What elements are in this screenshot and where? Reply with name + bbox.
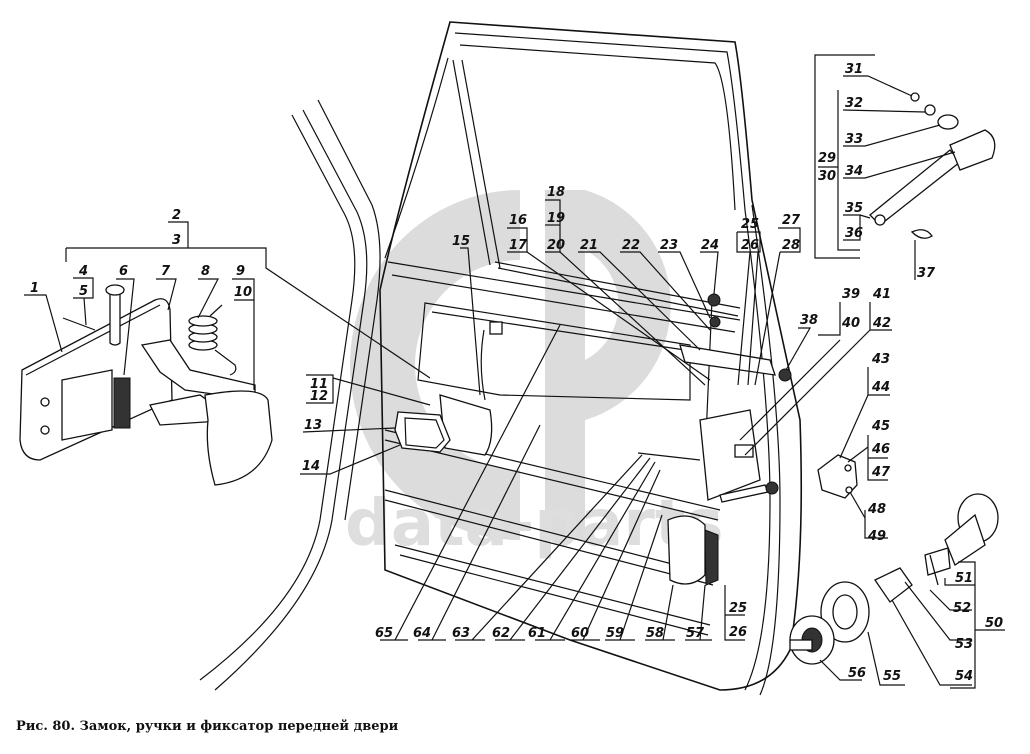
label-55: 55: [883, 669, 901, 684]
label-26-lower: 26: [729, 625, 747, 640]
label-23: 23: [660, 238, 678, 253]
label-53: 53: [955, 637, 973, 652]
part-number-labels: 1 2 3 4 5 6 7 8 9 10 11 12 13 14 15 16 1…: [30, 62, 1003, 684]
spring-8: [188, 304, 237, 376]
label-39: 39: [842, 287, 860, 302]
label-7: 7: [161, 264, 171, 279]
label-28: 28: [782, 238, 800, 253]
label-17: 17: [509, 238, 528, 253]
label-30: 30: [818, 169, 836, 184]
label-20: 20: [547, 238, 565, 253]
label-10: 10: [234, 285, 252, 300]
label-37: 37: [917, 266, 936, 281]
label-16: 16: [509, 213, 527, 228]
label-25: 25: [741, 217, 759, 232]
label-3: 3: [172, 233, 181, 248]
label-36: 36: [845, 226, 863, 241]
label-12: 12: [310, 389, 328, 404]
label-54: 54: [955, 669, 973, 684]
label-29: 29: [818, 151, 836, 166]
label-14: 14: [302, 459, 320, 474]
label-18: 18: [547, 185, 565, 200]
outer-handle-assembly: [869, 92, 996, 239]
label-42: 42: [872, 316, 891, 331]
label-13: 13: [304, 418, 322, 433]
label-34: 34: [845, 164, 863, 179]
label-11: 11: [310, 377, 328, 392]
label-38: 38: [800, 313, 818, 328]
watermark-text: data-parts: [345, 487, 724, 561]
label-52: 52: [953, 601, 971, 616]
label-22: 22: [622, 238, 640, 253]
label-35: 35: [845, 201, 863, 216]
label-58: 58: [646, 626, 664, 641]
label-1: 1: [30, 281, 39, 296]
label-48: 48: [867, 502, 886, 517]
label-65: 65: [375, 626, 393, 641]
label-8: 8: [201, 264, 210, 279]
label-9: 9: [236, 264, 245, 279]
label-24: 24: [701, 238, 719, 253]
label-32: 32: [845, 96, 863, 111]
body-pillar: [199, 99, 381, 691]
lock-cylinder-assembly: [789, 493, 999, 665]
label-26: 26: [741, 238, 759, 253]
label-47: 47: [871, 465, 891, 480]
label-64: 64: [413, 626, 431, 641]
label-19: 19: [547, 211, 565, 226]
label-50: 50: [985, 616, 1003, 631]
label-63: 63: [452, 626, 470, 641]
label-27: 27: [782, 213, 801, 228]
label-62: 62: [492, 626, 510, 641]
door-fixer-assembly: [19, 284, 273, 486]
label-57: 57: [686, 626, 705, 641]
label-4: 4: [78, 264, 88, 279]
label-41: 41: [872, 287, 891, 302]
label-49: 49: [867, 529, 886, 544]
label-33: 33: [845, 132, 863, 147]
label-51: 51: [955, 571, 973, 586]
label-56: 56: [848, 666, 866, 681]
label-2: 2: [172, 208, 181, 223]
label-44: 44: [871, 380, 890, 395]
lock-striker-plate: [817, 454, 858, 499]
figure-caption: Рис. 80. Замок, ручки и фиксатор передне…: [16, 719, 399, 734]
label-31: 31: [845, 62, 863, 77]
label-25-lower: 25: [729, 601, 747, 616]
front-door: [379, 21, 803, 696]
label-21: 21: [580, 238, 598, 253]
label-43: 43: [871, 352, 890, 367]
label-6: 6: [119, 264, 128, 279]
label-61: 61: [528, 626, 546, 641]
label-15: 15: [452, 234, 470, 249]
leader-lines: [24, 54, 1005, 689]
watermark-logo: [350, 190, 671, 540]
label-46: 46: [871, 442, 890, 457]
label-45: 45: [871, 419, 890, 434]
label-60: 60: [571, 626, 589, 641]
label-59: 59: [606, 626, 624, 641]
label-40: 40: [841, 316, 860, 331]
label-5: 5: [79, 284, 88, 299]
